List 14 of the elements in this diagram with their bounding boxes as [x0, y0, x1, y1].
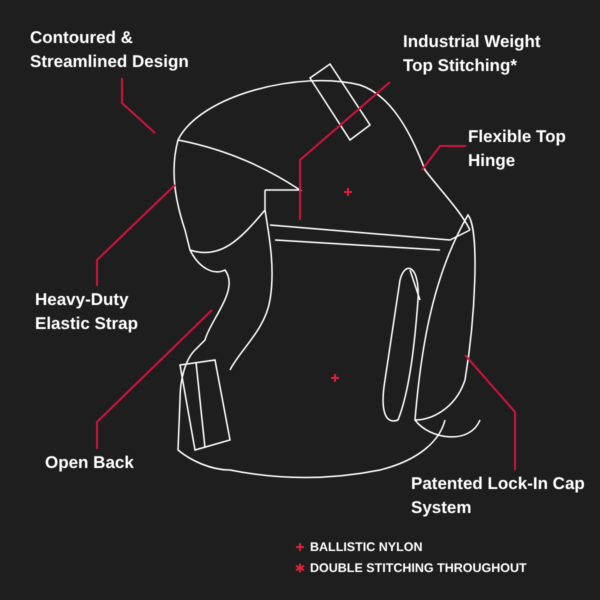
- legend-text: BALLISTIC NYLON: [310, 540, 422, 554]
- leader-line: [421, 145, 466, 171]
- callout-text: Patented Lock-In Cap System: [411, 472, 586, 520]
- leader-line: [464, 354, 516, 470]
- callout-text: Contoured & Streamlined Design: [30, 26, 230, 74]
- leader-line: [299, 81, 391, 220]
- leader-line: [121, 78, 156, 134]
- leader-line: [96, 184, 176, 286]
- legend-text: DOUBLE STITCHING THROUGHOUT: [310, 561, 527, 575]
- leader-line: [96, 309, 213, 449]
- callout-text: Open Back: [45, 451, 165, 475]
- callout-text: Heavy-Duty Elastic Strap: [35, 288, 175, 336]
- callout-text: Industrial Weight Top Stitching*: [403, 30, 573, 78]
- callout-text: Flexible Top Hinge: [468, 125, 578, 173]
